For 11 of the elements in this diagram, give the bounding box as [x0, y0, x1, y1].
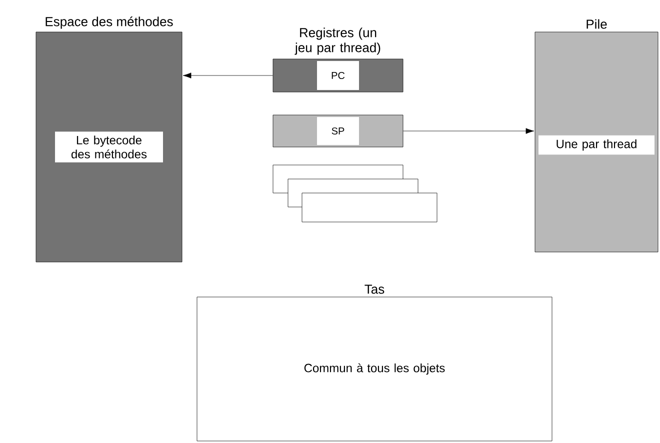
memory-area-box: Commun à tous les objets	[196, 296, 552, 442]
register-box: SP	[272, 114, 404, 148]
register-box	[302, 192, 438, 222]
memory-area-box: Le bytecode des méthodes	[36, 32, 182, 262]
area-heading: Tas	[364, 284, 384, 294]
arrow	[403, 128, 534, 134]
register-box: PC	[272, 58, 404, 92]
arrow	[182, 72, 273, 78]
area-heading: Espace des méthodes	[46, 16, 173, 29]
memory-area-box: Une par thread	[534, 32, 658, 252]
area-heading: Pile	[586, 19, 607, 29]
